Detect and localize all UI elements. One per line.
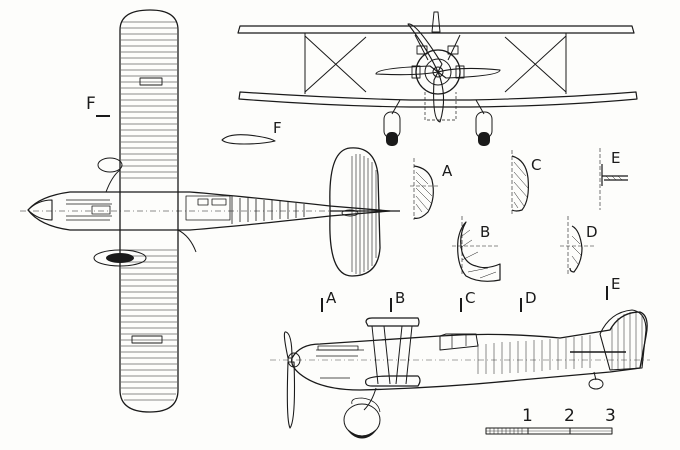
side-upper-wing — [365, 317, 420, 327]
side-canopy-frame — [451, 334, 467, 348]
section-label-c: C — [531, 156, 542, 174]
side-exhaust — [317, 345, 359, 351]
section-label-a: A — [442, 162, 453, 180]
section-c — [511, 150, 529, 214]
side-propeller — [283, 331, 296, 429]
plan-wing-panel-top — [139, 77, 163, 86]
front-spinner — [432, 66, 444, 78]
plan-wing — [119, 9, 179, 413]
plan-view — [20, 9, 400, 413]
scale-label-3: 3 — [605, 406, 616, 426]
front-fuselage-dashed — [424, 92, 457, 121]
front-gear-right — [475, 99, 493, 146]
plan-wheel — [106, 253, 134, 263]
side-view — [270, 309, 650, 439]
front-cylinders — [411, 45, 465, 79]
station-marker-bars — [321, 286, 608, 312]
front-gear-left — [383, 99, 401, 146]
front-engine-inner — [424, 58, 452, 86]
plan-view-label-f: F — [86, 94, 96, 114]
airfoil-label-f: F — [273, 119, 282, 137]
side-cowling-lines — [316, 349, 364, 379]
front-upper-wing — [237, 25, 635, 34]
front-fin — [431, 11, 441, 33]
side-fin-ribs — [611, 312, 643, 370]
front-engine-cowl — [415, 49, 461, 95]
side-fuselage — [291, 311, 648, 391]
plan-cockpit — [185, 195, 305, 224]
side-fin — [599, 309, 647, 371]
side-tail-wheel — [588, 371, 604, 390]
front-propeller — [375, 23, 501, 123]
side-wing-struts — [371, 325, 413, 385]
plan-wing-ribs — [121, 21, 177, 401]
section-label-d: D — [586, 223, 598, 241]
plan-tail-wheel — [341, 209, 359, 217]
cross-sections — [410, 148, 628, 282]
scale-label-2: 2 — [564, 406, 575, 426]
plan-fillet-upper — [105, 169, 121, 193]
plan-spinner — [27, 199, 53, 221]
section-label-b: B — [480, 223, 491, 241]
side-main-gear — [343, 387, 381, 439]
station-label-a: A — [326, 289, 337, 307]
scale-bar — [485, 427, 613, 435]
side-fuselage-stringers — [477, 335, 591, 374]
plan-wheel-pod — [93, 249, 147, 267]
station-label-d: D — [525, 289, 537, 307]
front-struts — [304, 33, 567, 94]
side-lower-wing — [365, 375, 421, 387]
station-label-c: C — [465, 289, 476, 307]
plan-tail-ribs — [351, 154, 377, 274]
side-canopy — [439, 333, 479, 351]
section-label-e: E — [611, 149, 621, 167]
section-e — [599, 148, 628, 210]
plan-wing-panel-bottom — [131, 335, 163, 344]
front-lower-wing — [238, 91, 638, 108]
scale-label-1: 1 — [522, 406, 533, 426]
front-view — [237, 11, 638, 146]
plan-tailplane — [329, 147, 381, 277]
plan-engine-stacks — [66, 199, 112, 221]
section-d — [560, 216, 596, 276]
section-a — [410, 158, 440, 220]
plan-nacelle-upper — [97, 157, 123, 173]
section-b — [452, 216, 501, 282]
plan-fillet-lower — [177, 229, 197, 253]
station-label-e: E — [611, 275, 621, 293]
station-label-b: B — [395, 289, 406, 307]
airfoil-f — [221, 134, 276, 145]
